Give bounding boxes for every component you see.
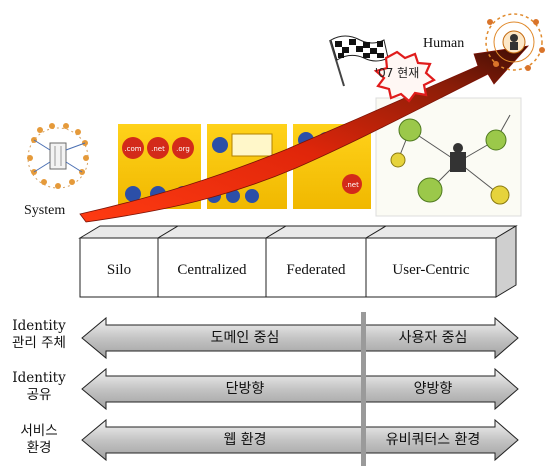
badge-label: '07 현재 [374, 66, 420, 80]
identity-model-boxes [78, 225, 518, 298]
domain-vs-user-arrow [81, 316, 519, 360]
system-label: System [24, 203, 66, 218]
svg-text:.net: .net [151, 145, 165, 153]
svg-text:.com: .com [124, 145, 141, 153]
evolution-arrow [79, 45, 530, 223]
web-vs-ubiquitous-arrow [81, 418, 519, 462]
model-federated-label: Federated [286, 262, 346, 278]
model-user-centric-label: User-Centric [392, 262, 470, 278]
ubiquitous-environment-text: 유비쿼터스 환경 [385, 432, 481, 448]
user-centric-text: 사용자 중심 [398, 330, 468, 346]
svg-text:.net: .net [345, 181, 359, 189]
human-target-icon [485, 13, 545, 71]
system-network-icon [27, 123, 89, 189]
one-way-text: 단방향 [225, 381, 265, 397]
svg-text:.org: .org [176, 145, 190, 153]
evolution-illustration: .com .net .org .net [27, 13, 545, 223]
web-environment-text: 웹 환경 [223, 432, 267, 448]
one-way-vs-two-way-arrow [81, 367, 519, 411]
row-identity-management-label: Identity 관리 주체 [12, 318, 66, 351]
centralized-box [157, 237, 267, 298]
model-centralized-label: Centralized [177, 262, 247, 278]
domain-centric-text: 도메인 중심 [210, 330, 280, 346]
human-label: Human [423, 36, 465, 51]
two-way-text: 양방향 [413, 381, 453, 397]
model-silo-label: Silo [106, 262, 132, 278]
row-identity-sharing-label: Identity 공유 [12, 370, 66, 403]
user-centric-box [365, 237, 497, 298]
row-service-environment-label: 서비스 환경 [20, 423, 58, 456]
current-divider-line [361, 312, 366, 466]
checkered-flag-icon [329, 35, 389, 87]
current-position-badge [373, 50, 436, 103]
